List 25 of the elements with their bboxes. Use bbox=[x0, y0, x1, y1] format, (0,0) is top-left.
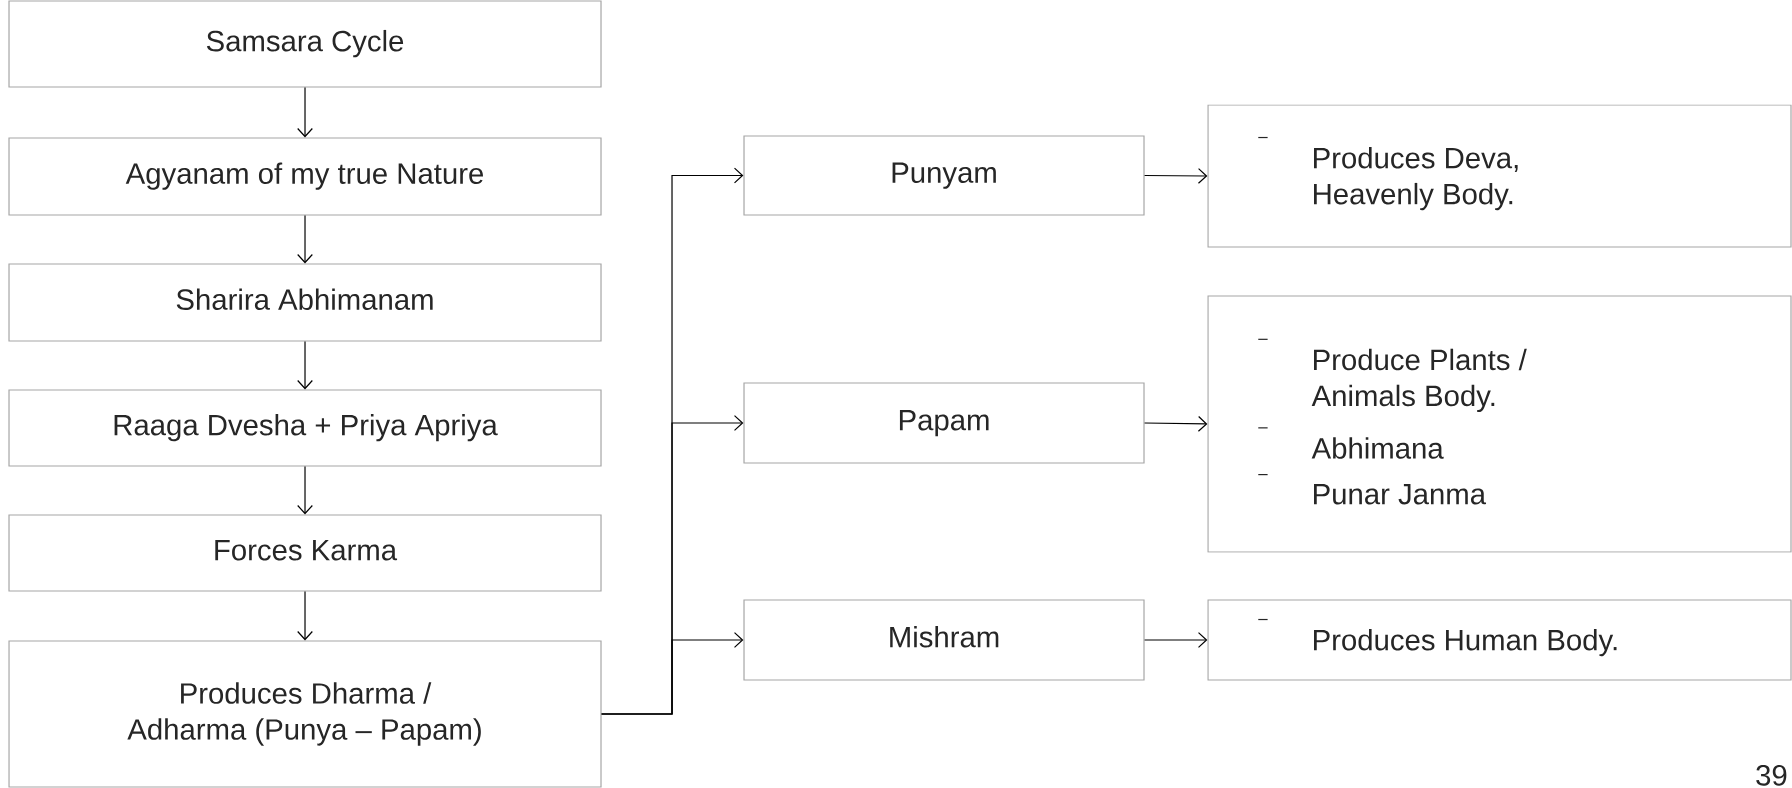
process-box: Forces Karma bbox=[8, 514, 602, 592]
process-box: Punyam bbox=[743, 135, 1145, 216]
process-box: Produces Dharma / Adharma (Punya – Papam) bbox=[8, 640, 602, 788]
process-box: Samsara Cycle bbox=[8, 0, 602, 88]
arrow bbox=[297, 341, 313, 390]
arrow bbox=[297, 466, 313, 515]
process-box: Raaga Dvesha + Priya Apriya bbox=[8, 389, 602, 467]
arrow bbox=[1144, 168, 1208, 184]
arrow bbox=[1144, 415, 1208, 432]
text-box bbox=[1207, 599, 1792, 681]
arrow bbox=[1144, 632, 1208, 648]
process-box: Papam bbox=[743, 382, 1145, 464]
process-box: Sharira Abhimanam bbox=[8, 263, 602, 342]
text-box bbox=[1207, 104, 1792, 248]
bullet-list: Produce Plants / Animals Body. Abhimana Punar Janma bbox=[1257, 338, 1527, 505]
arrow bbox=[297, 215, 313, 264]
text-box bbox=[1207, 295, 1792, 553]
bullet-list: Produces Human Body. bbox=[1257, 618, 1617, 657]
bullet-list: Produces Deva, Heavenly Body. bbox=[1257, 136, 1518, 211]
process-box: Mishram bbox=[743, 599, 1145, 681]
process-box: Agyanam of my true Nature bbox=[8, 137, 602, 216]
arrow bbox=[297, 591, 313, 641]
page-number: 39 bbox=[1756, 764, 1787, 786]
arrow bbox=[297, 87, 313, 138]
arrow bbox=[601, 632, 744, 715]
